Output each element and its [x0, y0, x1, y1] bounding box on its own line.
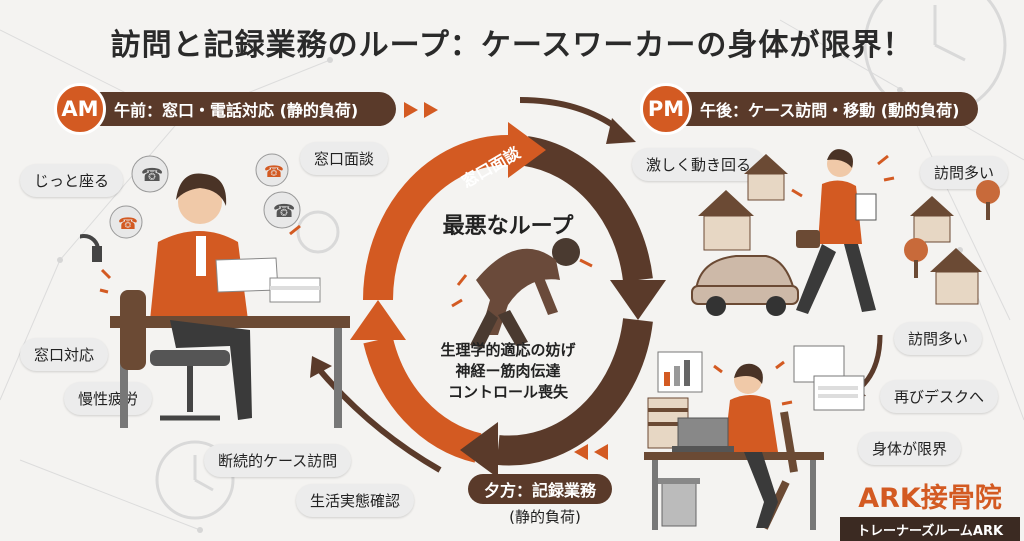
house-icon-1	[744, 154, 788, 201]
loop-description: 生理学的適応の妨げ 神経ー筋肉伝達 コントロール喪失	[408, 340, 608, 403]
house-icon-4	[930, 248, 982, 305]
loop-title: 最悪なループ	[442, 214, 574, 239]
pill-back-to-desk: 再びデスクへ	[880, 380, 999, 413]
loop-line-2: 神経ー筋肉伝達	[455, 362, 561, 380]
pm-section-label: PM 午後：ケース訪問・移動 (動的負荷)	[640, 83, 978, 135]
svg-text:☎: ☎	[264, 162, 284, 181]
pm-badge: PM	[640, 83, 692, 135]
am-arrowheads	[404, 102, 438, 118]
pill-many-visits-2: 訪問多い	[894, 322, 983, 355]
am-badge: AM	[54, 83, 106, 135]
phone-bubble-icon-3: ☎	[255, 153, 289, 187]
loop-line-3: コントロール喪失	[447, 383, 568, 401]
logo-sub-text: トレーナーズルームARK	[840, 517, 1020, 541]
pill-sit-still: じっと座る	[20, 164, 124, 197]
headset-icon	[80, 234, 102, 262]
loop-diagram: 窓口面談	[350, 122, 666, 478]
pm-label-text: 午後：ケース訪問・移動 (動的負荷)	[700, 101, 960, 120]
pill-intermittent-visits: 断続的ケース訪問	[204, 444, 352, 477]
svg-text:☎: ☎	[118, 214, 138, 233]
svg-text:☎: ☎	[141, 165, 163, 186]
am-label-text: 午前：窓口・電話対応 (静的負荷)	[114, 101, 359, 120]
car-icon	[691, 255, 799, 316]
loop-arc-top-right	[523, 136, 653, 282]
bent-person-icon	[451, 238, 593, 348]
pill-counter-service: 窓口対応	[20, 338, 109, 371]
loop-arrowhead-2	[610, 280, 666, 320]
logo-main-text: ARK接骨院	[858, 483, 1002, 514]
phone-bubble-icon-4: ☎	[263, 191, 301, 229]
svg-text:☎: ☎	[273, 201, 295, 222]
arrow-am-to-pm	[519, 97, 622, 133]
evening-arrowheads	[574, 444, 608, 460]
pill-life-check: 生活実態確認	[296, 484, 415, 517]
pill-move-around: 激しく動き回る	[632, 148, 766, 181]
phone-bubble-icon-2: ☎	[109, 205, 143, 239]
arrow-evening-to-am	[315, 366, 442, 473]
house-icon-2	[698, 190, 754, 251]
loop-arc-bottom-right	[496, 318, 653, 466]
phone-bubble-icon-1: ☎	[131, 155, 169, 193]
house-icon-3	[910, 196, 954, 243]
am-desk-illustration: ☎ ☎ ☎ ☎	[80, 153, 350, 428]
loop-arc-top-left	[363, 135, 509, 301]
trash-bin-icon	[658, 478, 700, 527]
brand-logo: ARK接骨院 トレーナーズルームARK	[840, 476, 1020, 541]
evening-section-label: 夕方：記録業務	[468, 474, 613, 504]
pm-visit-illustration	[691, 149, 1000, 316]
laptop-icon	[672, 417, 734, 452]
loop-arrowhead-3	[460, 422, 498, 478]
page-title: 訪問と記録業務のループ：ケースワーカーの身体が限界！	[110, 28, 914, 63]
loop-arc-bottom-left	[363, 336, 482, 463]
loop-line-1: 生理学的適応の妨げ	[440, 341, 576, 359]
loop-arrowhead-1	[508, 122, 546, 178]
am-section-label: AM 午前：窓口・電話対応 (静的負荷)	[54, 83, 396, 135]
tree-icon	[904, 180, 1000, 278]
pill-counter-interview: 窓口面談	[300, 142, 389, 175]
document-window-icons	[657, 345, 865, 411]
evening-sub-label: (静的負荷)	[509, 508, 581, 526]
evening-desk-illustration	[644, 345, 865, 530]
loop-arrowhead-4	[350, 300, 406, 340]
pill-body-limit: 身体が限界	[858, 432, 962, 465]
